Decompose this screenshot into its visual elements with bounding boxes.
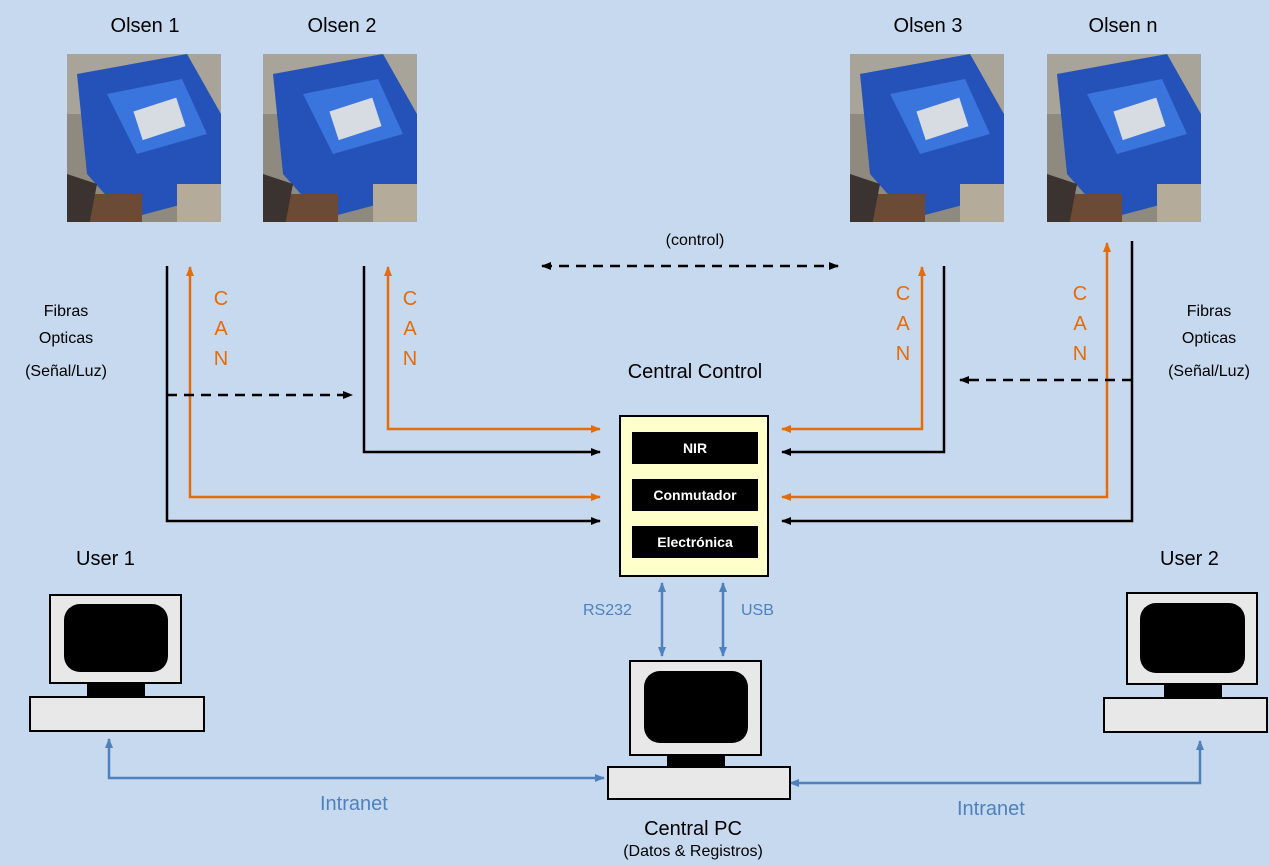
conmutador-module: Conmutador [632, 479, 758, 511]
senal-luz-line: (Señal/Luz) [1168, 363, 1250, 380]
can-letter: A [896, 313, 910, 335]
opticas-line: Opticas [1181, 330, 1237, 347]
can-label-olsen1: C A N [209, 284, 233, 374]
olsen-n-title: Olsen n [1088, 15, 1158, 37]
intranet-link-right [789, 740, 1204, 787]
opticas-line: Opticas [38, 330, 94, 347]
usb-label: USB [741, 602, 774, 619]
central-pc-subtitle: (Datos & Registros) [623, 843, 763, 860]
olsen-2-photo [263, 54, 417, 222]
olsen-machine-photo-icon [263, 54, 417, 222]
intranet-label-right: Intranet [957, 798, 1025, 820]
central-control-title: Central Control [627, 361, 763, 383]
can-letter: C [895, 283, 911, 305]
can-letter: A [214, 318, 228, 340]
nir-module: NIR [632, 432, 758, 464]
olsen-machine-photo-icon [850, 54, 1004, 222]
control-link-label: (control) [665, 232, 725, 249]
fibras-line: Fibras [1186, 303, 1232, 320]
olsen-1-photo [67, 54, 221, 222]
olsen-machine-photo-icon [1047, 54, 1201, 222]
user-1-computer-icon [28, 593, 206, 735]
fiber-line-olsen-n [781, 241, 1134, 525]
central-pc-title: Central PC [644, 818, 742, 840]
can-letter: A [1073, 313, 1087, 335]
fibras-label-right: Fibras Opticas (Señal/Luz) [1147, 298, 1269, 385]
can-label-olsen-n: C A N [1068, 279, 1092, 369]
electronica-module: Electrónica [632, 526, 758, 558]
can-line-olsen-n [781, 242, 1111, 501]
can-label-olsen3: C A N [891, 279, 915, 369]
fibras-label-left: Fibras Opticas (Señal/Luz) [4, 298, 128, 385]
olsen-2-title: Olsen 2 [307, 15, 377, 37]
can-line-olsen1 [186, 266, 601, 501]
olsen-1-title: Olsen 1 [110, 15, 180, 37]
rs232-label: RS232 [583, 602, 632, 619]
can-letter: C [1072, 283, 1088, 305]
can-letter: C [402, 288, 418, 310]
central-control-box: NIR Conmutador Electrónica [619, 415, 769, 577]
can-letter: A [403, 318, 417, 340]
fibras-line: Fibras [43, 303, 89, 320]
can-letter: N [213, 348, 229, 370]
olsen-n-photo [1047, 54, 1201, 222]
olsen-machine-photo-icon [67, 54, 221, 222]
user-2-computer-icon [1102, 591, 1269, 735]
can-letter: C [213, 288, 229, 310]
senal-luz-line: (Señal/Luz) [25, 363, 107, 380]
intranet-label-left: Intranet [320, 793, 388, 815]
can-label-olsen2: C A N [398, 284, 422, 374]
olsen-3-photo [850, 54, 1004, 222]
central-pc-computer-icon [606, 659, 792, 801]
can-line-olsen2 [384, 266, 601, 433]
can-letter: N [402, 348, 418, 370]
fiber-line-olsen1 [165, 266, 601, 525]
olsen-3-title: Olsen 3 [893, 15, 963, 37]
user-1-label: User 1 [76, 548, 135, 570]
user-2-label: User 2 [1160, 548, 1219, 570]
can-letter: N [1072, 343, 1088, 365]
can-letter: N [895, 343, 911, 365]
intranet-link-left [105, 738, 605, 782]
fiber-line-olsen3 [781, 266, 946, 456]
